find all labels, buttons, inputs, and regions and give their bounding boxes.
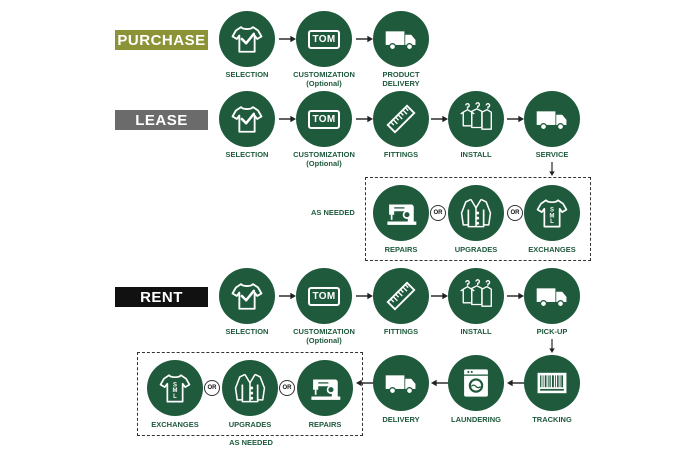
rent-selection-node (219, 268, 275, 324)
arrow-right-icon (431, 292, 448, 300)
purchase-customization-node: TOM (296, 11, 352, 67)
rent-laundering-node (448, 355, 504, 411)
purchase-banner: PURCHASE (115, 30, 208, 50)
hangers-icon (459, 102, 493, 136)
shirt-check-icon (230, 22, 264, 56)
arrow-right-icon (356, 292, 373, 300)
sewing-machine-icon (384, 196, 418, 230)
or-badge: OR (204, 380, 220, 396)
arrow-right-icon (279, 35, 296, 43)
arrow-right-icon (356, 115, 373, 123)
truck-icon (535, 102, 569, 136)
lease-upgrades-label: UPGRADES (454, 245, 498, 254)
lease-selection-node (219, 91, 275, 147)
tom-label-icon: TOM (307, 286, 341, 306)
truck-icon (535, 279, 569, 313)
rent-exchanges-node (147, 360, 203, 416)
lease-fittings-node (373, 91, 429, 147)
rent-tracking-node (524, 355, 580, 411)
lease-as-needed-label: AS NEEDED (311, 208, 355, 217)
rent-repairs-label: REPAIRS (308, 420, 342, 429)
lease-install-node (448, 91, 504, 147)
rent-fittings-node (373, 268, 429, 324)
arrow-left-icon (431, 379, 448, 387)
lease-selection-label: SELECTION (225, 150, 269, 159)
arrow-right-icon (279, 292, 296, 300)
rent-repairs-node (297, 360, 353, 416)
lease-exchanges-label: EXCHANGES (528, 245, 576, 254)
or-badge: OR (279, 380, 295, 396)
arrow-right-icon (507, 115, 524, 123)
lease-as-needed-box (365, 177, 591, 261)
truck-icon (384, 22, 418, 56)
tom-label-icon: TOM (307, 109, 341, 129)
lease-service-label: SERVICE (535, 150, 569, 159)
arrow-left-icon (507, 379, 524, 387)
ruler-icon (384, 279, 418, 313)
lease-repairs-node (373, 185, 429, 241)
arrow-right-icon (356, 35, 373, 43)
rent-as-needed-box (137, 352, 363, 436)
rent-upgrades-node (222, 360, 278, 416)
shirt-sml-icon (535, 196, 569, 230)
arrow-right-icon (431, 115, 448, 123)
lease-banner: LEASE (115, 110, 208, 130)
rent-laundering-label: LAUNDERING (451, 415, 501, 424)
rent-banner: RENT (115, 287, 208, 307)
lease-service-node (524, 91, 580, 147)
rent-pickup-node (524, 268, 580, 324)
lease-fittings-label: FITTINGS (383, 150, 419, 159)
purchase-selection-node (219, 11, 275, 67)
jacket-icon (459, 196, 493, 230)
arrow-right-icon (507, 292, 524, 300)
rent-upgrades-label: UPGRADES (228, 420, 272, 429)
rent-customization-label: CUSTOMIZATION(Optional) (293, 327, 355, 345)
ruler-icon (384, 102, 418, 136)
lease-customization-node: TOM (296, 91, 352, 147)
jacket-icon (233, 371, 267, 405)
rent-fittings-label: FITTINGS (383, 327, 419, 336)
or-badge: OR (507, 205, 523, 221)
arrow-down-icon (548, 162, 556, 176)
tom-label-icon: TOM (307, 29, 341, 49)
lease-install-label: INSTALL (460, 150, 492, 159)
lease-repairs-label: REPAIRS (384, 245, 418, 254)
purchase-delivery-node (373, 11, 429, 67)
purchase-selection-label: SELECTION (225, 70, 269, 79)
lease-customization-label: CUSTOMIZATION(Optional) (293, 150, 355, 168)
truck-icon (384, 366, 418, 400)
hangers-icon (459, 279, 493, 313)
shirt-sml-icon (158, 371, 192, 405)
rent-delivery-node (373, 355, 429, 411)
rent-install-label: INSTALL (460, 327, 492, 336)
rent-delivery-label: DELIVERY (382, 415, 420, 424)
purchase-customization-label: CUSTOMIZATION(Optional) (293, 70, 355, 88)
shirt-check-icon (230, 102, 264, 136)
rent-selection-label: SELECTION (225, 327, 269, 336)
rent-as-needed-label: AS NEEDED (229, 438, 273, 447)
arrow-right-icon (279, 115, 296, 123)
or-badge: OR (430, 205, 446, 221)
rent-exchanges-label: EXCHANGES (151, 420, 199, 429)
rent-pickup-label: PICK-UP (536, 327, 568, 336)
shirt-check-icon (230, 279, 264, 313)
barcode-icon (535, 366, 569, 400)
sewing-machine-icon (308, 371, 342, 405)
rent-customization-node: TOM (296, 268, 352, 324)
washing-machine-icon (459, 366, 493, 400)
lease-exchanges-node (524, 185, 580, 241)
arrow-down-icon (548, 339, 556, 353)
lease-upgrades-node (448, 185, 504, 241)
rent-install-node (448, 268, 504, 324)
rent-tracking-label: TRACKING (532, 415, 572, 424)
